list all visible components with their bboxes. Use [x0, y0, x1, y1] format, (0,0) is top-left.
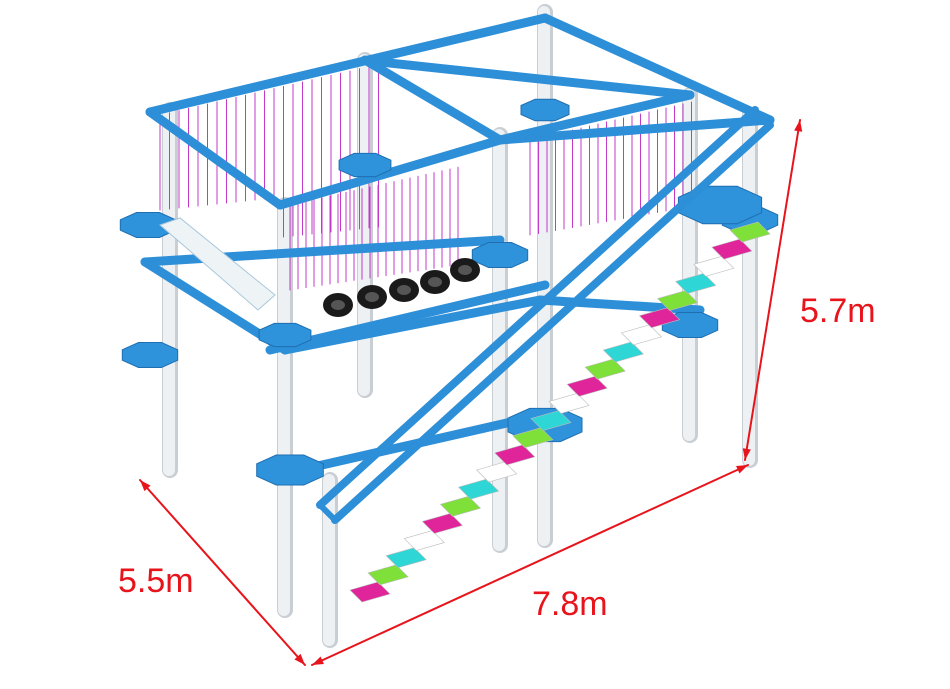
stair-step — [403, 530, 445, 551]
dimension-lines — [139, 119, 803, 666]
stair-rail — [316, 106, 759, 509]
arrowhead — [794, 120, 803, 132]
stair-step — [602, 341, 644, 363]
tyre-hole — [458, 265, 472, 275]
tunnel — [159, 217, 276, 311]
stair-rail — [331, 121, 774, 524]
support-posts — [162, 4, 758, 648]
stair-step — [729, 221, 771, 243]
frame-beam — [360, 55, 505, 145]
frame-beam — [495, 90, 695, 145]
stair-step — [494, 444, 536, 466]
height-dimension-line — [744, 119, 801, 461]
depth-dimension-line — [139, 479, 306, 666]
frame-beam — [145, 107, 285, 210]
stair-step — [620, 324, 663, 346]
platform — [338, 152, 392, 178]
stair-step — [638, 307, 681, 329]
width-dimension-label: 7.8m — [532, 585, 608, 623]
stair-step — [421, 513, 463, 534]
platform — [677, 185, 763, 225]
platform — [119, 212, 177, 238]
frame-beam — [280, 295, 545, 355]
stair-step — [457, 478, 500, 500]
arrowhead — [294, 653, 305, 665]
rope-nets — [159, 63, 692, 291]
tyre-bridge — [159, 217, 480, 317]
tyre-hole — [428, 277, 442, 287]
platform — [121, 342, 179, 368]
width-dimension-line — [311, 464, 749, 666]
stair-rail-end — [317, 502, 338, 523]
arrowhead — [140, 480, 151, 492]
platform — [256, 454, 324, 486]
tyre-hole — [331, 300, 345, 310]
blue-frame — [140, 13, 775, 475]
frame-beam — [540, 13, 775, 125]
stair-step — [439, 495, 482, 517]
stair-step — [385, 547, 427, 569]
arrowhead — [742, 448, 751, 460]
stair-step — [349, 581, 391, 603]
platform — [520, 98, 570, 122]
stair-step — [693, 255, 735, 277]
frame-beam — [145, 13, 550, 117]
staircase — [316, 106, 774, 603]
stair-step — [367, 564, 409, 586]
arrowhead — [736, 465, 748, 474]
stair-step — [512, 427, 554, 449]
stair-step — [548, 393, 590, 414]
arrowhead — [312, 656, 324, 665]
platform — [258, 322, 312, 348]
frame-beam — [275, 135, 505, 210]
stair-step — [476, 461, 518, 483]
frame-beam — [375, 57, 695, 100]
frame-beam — [295, 415, 525, 475]
stair-step — [657, 290, 699, 311]
stair-step — [530, 410, 572, 431]
tyre-hole — [365, 292, 379, 302]
frame-beam — [495, 115, 775, 145]
height-dimension-label: 5.7m — [800, 292, 876, 330]
frame-beam — [265, 280, 550, 355]
platform — [471, 242, 529, 268]
stair-step — [711, 238, 753, 260]
stair-step — [584, 358, 626, 380]
stair-step — [675, 273, 717, 294]
stair-step — [566, 375, 608, 397]
tyre-hole — [397, 285, 411, 295]
depth-dimension-label: 5.5m — [118, 562, 194, 600]
